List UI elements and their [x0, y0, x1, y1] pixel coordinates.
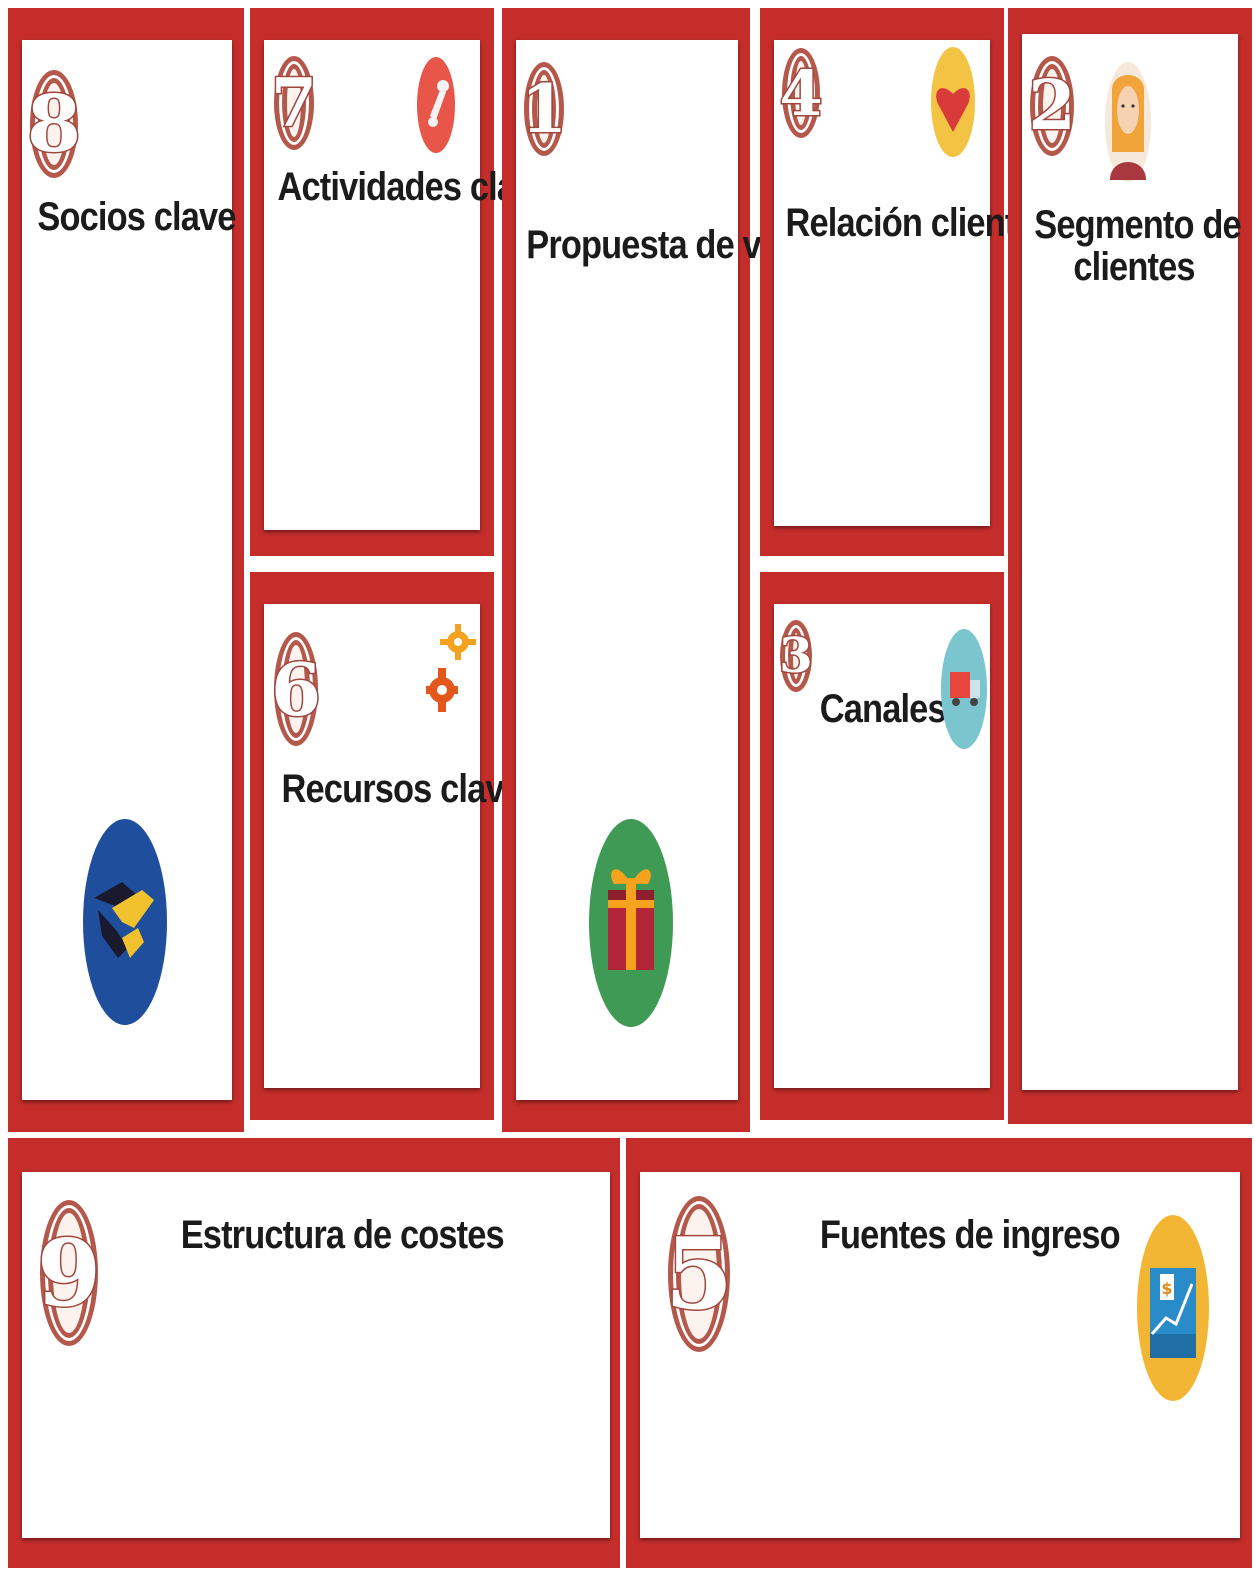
number-badge-1: 1 [520, 62, 568, 156]
title-segmento-de-clientes: Segmento de clientes [1034, 204, 1241, 289]
customer-icon [1105, 62, 1151, 182]
truck-icon [941, 629, 987, 749]
number-badge-8: 8 [25, 70, 83, 178]
title-fuentes-de-ingreso: Fuentes de ingreso [819, 1213, 1121, 1257]
title-canales: Canales [819, 687, 947, 731]
number-badge-9: 9 [36, 1200, 103, 1346]
number-badge-6: 6 [269, 632, 323, 746]
number-badge-2: 2 [1027, 56, 1077, 156]
block-segmento-de-clientes-content [1022, 34, 1238, 1090]
title-segmento-line1: Segmento de [1034, 203, 1241, 247]
title-recursos-clave: Recursos clave [281, 767, 523, 811]
handshake-icon [83, 819, 167, 1025]
svg-text:$: $ [1161, 1279, 1172, 1298]
gears-icon [426, 624, 476, 712]
number-badge-7: 7 [270, 56, 318, 150]
block-estructura-de-costes-content [22, 1172, 610, 1538]
number-badge-3: 3 [778, 620, 814, 692]
block-estructura-de-costes [8, 1138, 620, 1568]
block-propuesta-de-valor [502, 8, 750, 1132]
block-segmento-de-clientes [1008, 8, 1252, 1124]
number-badge-4: 4 [778, 48, 824, 138]
title-estructura-de-costes: Estructura de costes [180, 1213, 505, 1257]
block-socios-clave [8, 8, 244, 1132]
block-relacion-clientes [760, 8, 1004, 556]
number-badge-5: 5 [663, 1196, 735, 1352]
title-relacion-clientes: Relación clientes [785, 201, 1053, 245]
title-propuesta-de-valor: Propuesta de valor [526, 223, 821, 267]
title-segmento-line2: clientes [1073, 245, 1195, 289]
gift-icon [589, 819, 673, 1027]
heart-icon [931, 47, 975, 157]
title-socios-clave: Socios clave [37, 195, 236, 239]
block-fuentes-de-ingreso-content [640, 1172, 1240, 1538]
title-actividades-clave: Actividades clave [277, 165, 553, 209]
wrench-icon [417, 57, 455, 153]
revenue-chart-icon: $ [1137, 1215, 1209, 1401]
